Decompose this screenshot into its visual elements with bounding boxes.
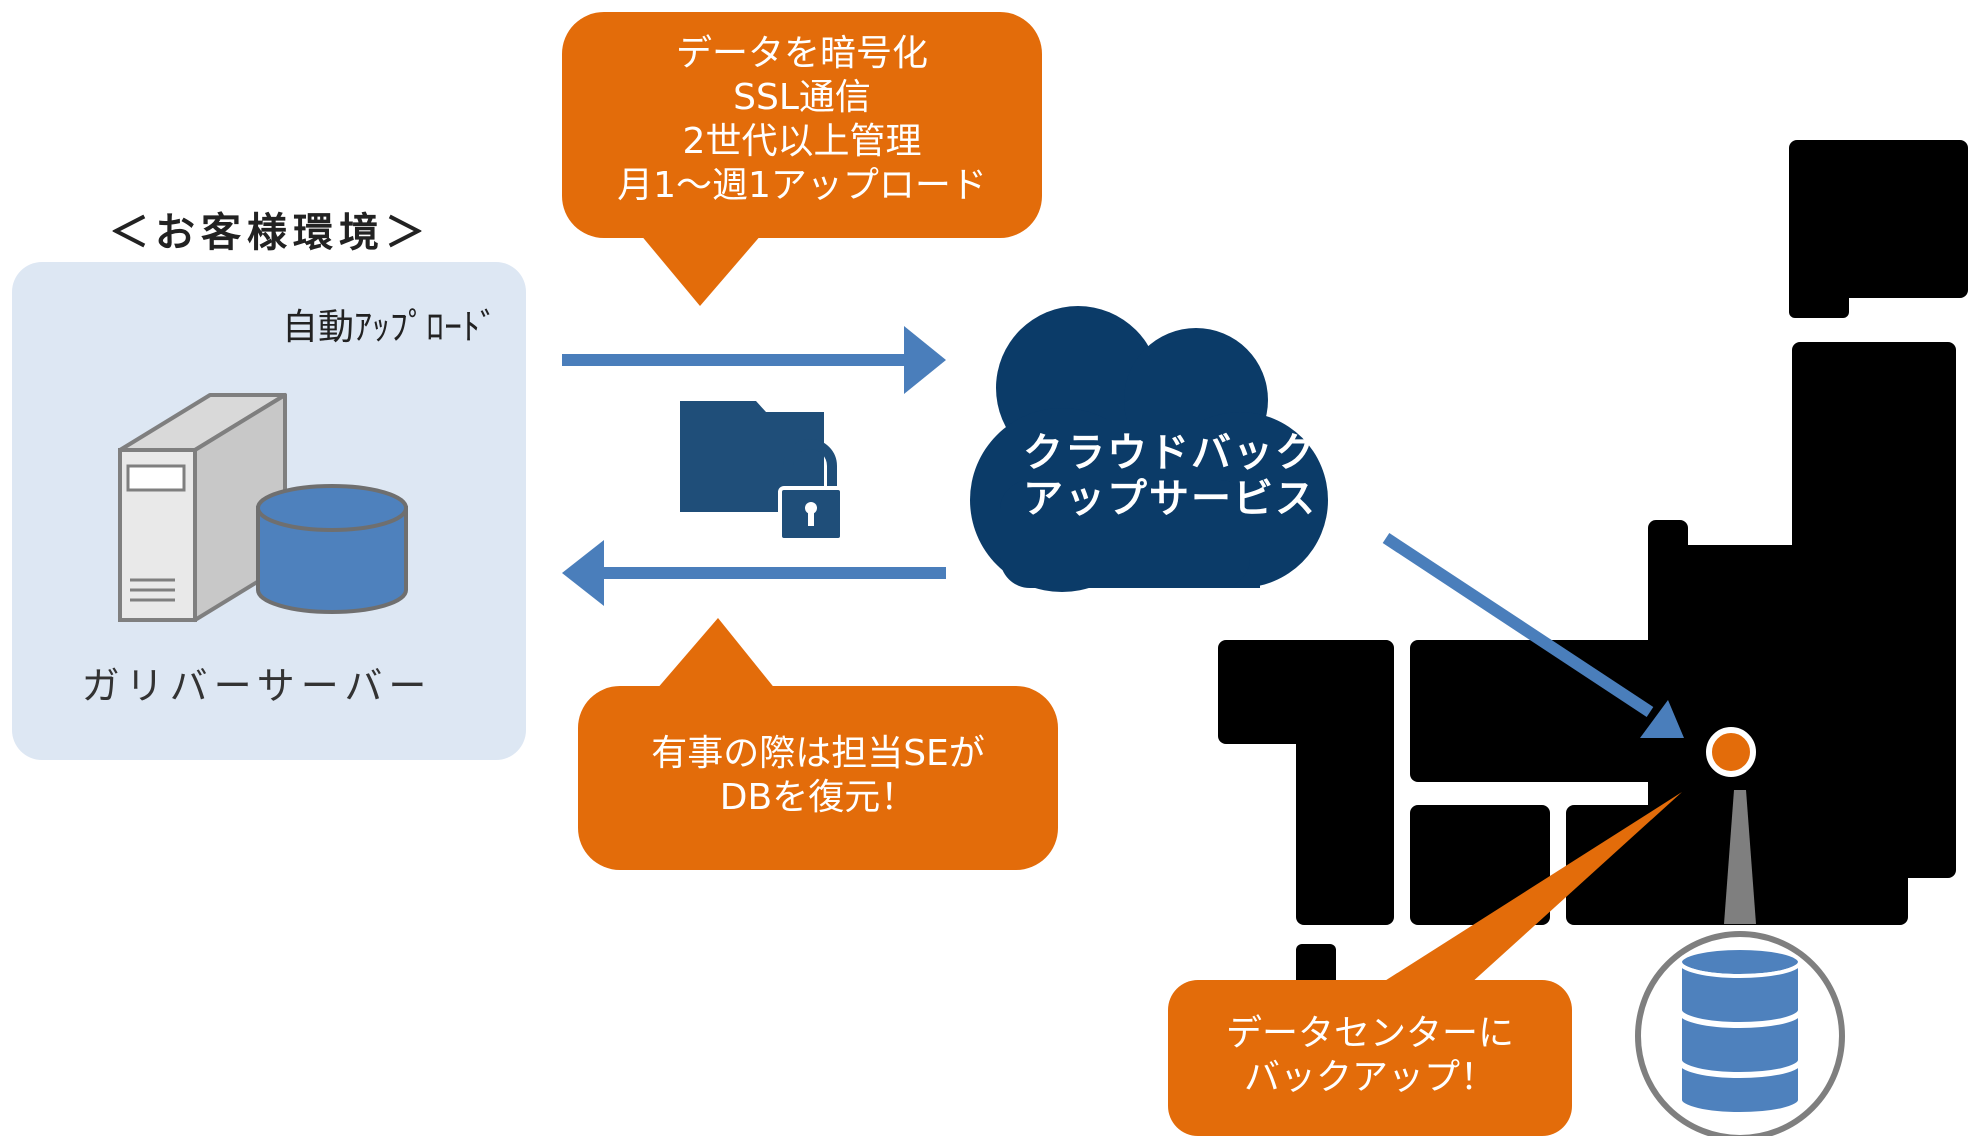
datacenter-pin [1706,727,1756,924]
customer-env-title: ＜お客様環境＞ [109,210,431,256]
map-block-hokkaido-tail [1789,252,1849,318]
restore-arrow [562,540,946,606]
callout-bottom-text: 有事の際は担当SEが DBを復元！ [578,732,1058,820]
callout-top-line: データを暗号化 [675,33,928,74]
database-icon [256,484,408,614]
callout-bottom-bubble [578,618,1058,870]
callout-datacenter-bubble [1168,792,1682,1136]
callout-datacenter-line: バックアップ！ [1243,1057,1496,1098]
callout-bottom-line: 有事の際は担当SEが [651,733,985,774]
callout-top-line: 2世代以上管理 [682,121,922,162]
cloud-label-line: クラウドバック [1023,430,1317,476]
upload-arrow [562,326,946,394]
cloud-shape [970,306,1328,592]
callout-top-bubble [562,12,1042,306]
datacenter-database-icon [1635,931,1845,1136]
callout-top-text: データを暗号化 SSL通信 2世代以上管理 月1～週1アップロード [562,32,1042,208]
map-block-kinki [1566,805,1686,925]
callout-bottom-line: DBを復元！ [719,777,917,818]
callout-top-line: SSL通信 [733,77,871,118]
server-label: ガリバーサーバー [81,664,433,708]
map-block-kyushu [1296,640,1394,925]
cloud-label-line: アップサービス [1023,476,1317,522]
cloud-to-datacenter-arrow [1382,532,1684,738]
map-block-chubu [1648,545,1908,925]
locked-folder-icon [680,401,844,542]
cloud-label: クラウドバック アップサービス [1000,430,1340,522]
callout-datacenter-text: データセンターに バックアップ！ [1168,1012,1572,1100]
auto-upload-label: 自動ｱｯﾌﾟﾛｰﾄﾞ [282,307,499,348]
map-block-shikoku [1410,805,1550,925]
japan-map [1218,140,1968,1004]
callout-top-line: 月1～週1アップロード [617,165,987,206]
map-block-chugoku [1410,640,1670,782]
callout-datacenter-line: データセンターに [1225,1013,1514,1054]
